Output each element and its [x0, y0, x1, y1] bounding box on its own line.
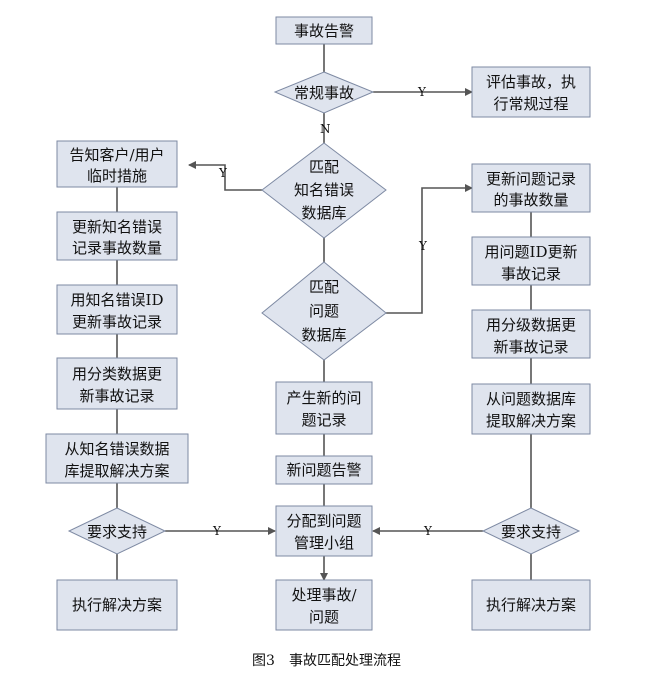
svg-text:执行解决方案: 执行解决方案 [72, 596, 162, 614]
svg-text:库提取解决方案: 库提取解决方案 [64, 462, 169, 480]
node-extract-known-error-solution: 从知名错误数据 库提取解决方案 [45, 433, 189, 484]
svg-text:从问题数据库: 从问题数据库 [486, 390, 576, 408]
edge-label-routine-no: N [320, 122, 331, 136]
svg-text:处理事故/: 处理事故/ [291, 586, 357, 604]
node-new-problem-record: 产生新的问 题记录 [275, 381, 373, 435]
svg-text:行常规过程: 行常规过程 [493, 95, 568, 113]
node-match-problem-db: 匹配 问题 数据库 [261, 261, 387, 361]
flowchart: Y N Y Y Y Y 事故告警 常规事故 匹配 知名错误 数据库 匹配 问题 … [45, 16, 591, 631]
node-update-problem-count: 更新问题记录 的事故数量 [471, 163, 591, 213]
node-routine-incident: 常规事故 [273, 71, 375, 114]
node-assess-incident: 评估事故，执 行常规过程 [471, 66, 591, 118]
edge-label-routine-yes: Y [417, 85, 427, 99]
node-notify-customer: 告知客户/用户 临时措施 [56, 140, 178, 188]
svg-text:新事故记录: 新事故记录 [79, 387, 154, 405]
node-update-known-error-count: 更新知名错误 记录事故数量 [56, 211, 178, 261]
svg-text:要求支持: 要求支持 [501, 523, 561, 541]
svg-text:问题: 问题 [309, 302, 339, 320]
figure-caption: 图3 事故匹配处理流程 [252, 653, 401, 669]
edge-label-support-right-yes: Y [423, 524, 433, 538]
svg-text:用问题ID更新: 用问题ID更新 [485, 243, 578, 261]
svg-text:执行解决方案: 执行解决方案 [486, 596, 576, 614]
node-extract-problem-solution: 从问题数据库 提取解决方案 [471, 383, 591, 435]
svg-text:匹配: 匹配 [309, 278, 339, 296]
node-update-classification-right: 用分级数据更 新事故记录 [471, 309, 591, 359]
node-execute-solution-right: 执行解决方案 [471, 579, 591, 631]
svg-text:事故告警: 事故告警 [294, 22, 354, 40]
svg-text:分配到问题: 分配到问题 [286, 512, 361, 530]
edge-labels: Y N Y Y Y Y [212, 85, 433, 538]
node-execute-solution-left: 执行解决方案 [56, 579, 178, 631]
node-incident-alarm: 事故告警 [275, 16, 373, 45]
svg-text:从知名错误数据: 从知名错误数据 [64, 440, 169, 458]
svg-text:要求支持: 要求支持 [87, 523, 147, 541]
svg-text:知名错误: 知名错误 [294, 181, 354, 199]
svg-text:用分类数据更: 用分类数据更 [72, 365, 162, 383]
svg-text:产生新的问: 产生新的问 [286, 389, 361, 407]
node-update-classification-left: 用分类数据更 新事故记录 [56, 357, 178, 410]
edge-label-problem-yes: Y [418, 239, 428, 253]
node-handle-incident-problem: 处理事故/ 问题 [275, 579, 373, 631]
svg-text:用分级数据更: 用分级数据更 [486, 316, 576, 334]
svg-text:数据库: 数据库 [301, 326, 346, 344]
svg-text:常规事故: 常规事故 [294, 84, 354, 102]
node-match-known-error-db: 匹配 知名错误 数据库 [261, 142, 387, 239]
svg-text:告知客户/用户: 告知客户/用户 [69, 146, 164, 164]
node-request-support-left: 要求支持 [67, 507, 167, 555]
svg-text:问题: 问题 [309, 608, 339, 626]
svg-text:提取解决方案: 提取解决方案 [486, 412, 576, 430]
svg-text:更新知名错误: 更新知名错误 [72, 218, 162, 236]
svg-text:记录事故数量: 记录事故数量 [72, 239, 162, 257]
svg-text:用知名错误ID: 用知名错误ID [71, 291, 164, 309]
node-assign-problem-team: 分配到问题 管理小组 [275, 505, 373, 557]
node-update-problem-id: 用问题ID更新 事故记录 [471, 236, 591, 286]
svg-text:的事故数量: 的事故数量 [493, 191, 568, 209]
edge-label-support-left-yes: Y [212, 524, 222, 538]
svg-text:数据库: 数据库 [301, 204, 346, 222]
svg-text:题记录: 题记录 [301, 411, 346, 429]
connectors [116, 44, 532, 581]
svg-text:更新事故记录: 更新事故记录 [72, 313, 162, 331]
svg-text:临时措施: 临时措施 [87, 167, 147, 185]
node-request-support-right: 要求支持 [481, 507, 581, 555]
edge-label-known-yes: Y [218, 166, 228, 180]
svg-text:管理小组: 管理小组 [294, 534, 354, 552]
svg-text:评估事故，执: 评估事故，执 [486, 73, 576, 91]
svg-text:新问题告警: 新问题告警 [286, 461, 361, 479]
svg-text:更新问题记录: 更新问题记录 [486, 170, 576, 188]
svg-text:事故记录: 事故记录 [501, 265, 561, 283]
node-update-known-error-id: 用知名错误ID 更新事故记录 [56, 284, 178, 335]
svg-text:匹配: 匹配 [309, 158, 339, 176]
svg-text:新事故记录: 新事故记录 [493, 338, 568, 356]
node-new-problem-alarm: 新问题告警 [275, 455, 373, 485]
